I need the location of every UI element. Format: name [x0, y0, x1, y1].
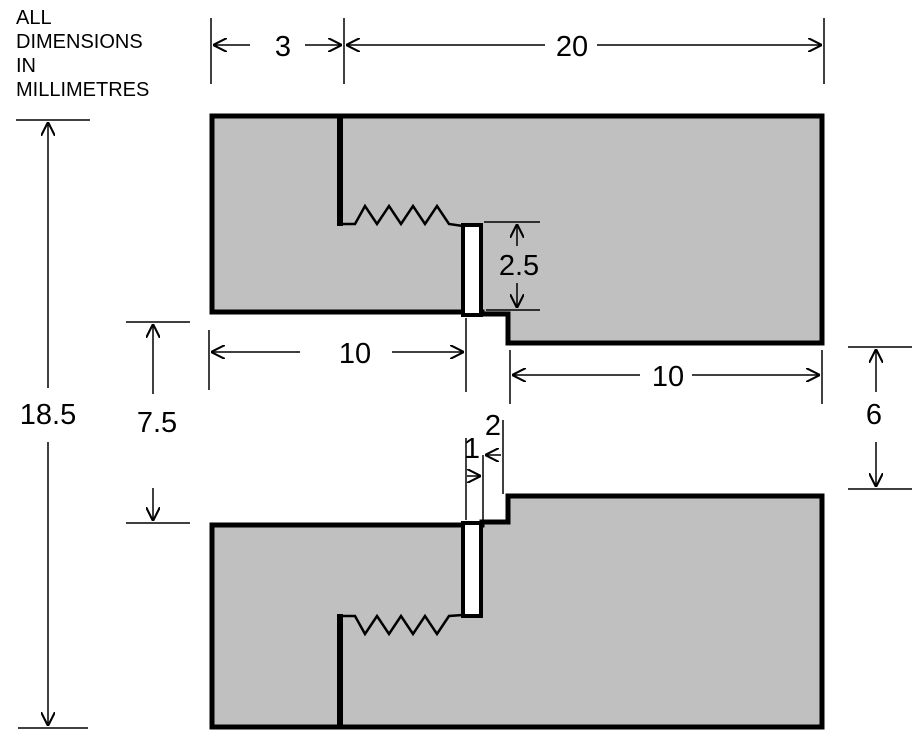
- lower-part: [209, 493, 825, 730]
- dim-label-7-5: 7.5: [137, 407, 177, 439]
- dim-label-10-right: 10: [652, 361, 684, 393]
- dim-top-left-width: 3: [210, 18, 345, 84]
- dim-label-2-5: 2.5: [499, 250, 539, 282]
- dim-slot-height: 2.5: [484, 221, 540, 311]
- dim-label-2: 2: [485, 410, 501, 442]
- lower-slot: [461, 521, 483, 618]
- dim-label-18-5: 18.5: [20, 399, 76, 431]
- lower-spring: [340, 613, 464, 637]
- dim-label-1: 1: [464, 433, 480, 465]
- dim-right-length: 10: [509, 350, 823, 404]
- dim-label-20: 20: [556, 31, 588, 63]
- dim-label-6: 6: [866, 399, 882, 431]
- dim-left-length: 10: [208, 318, 467, 392]
- upper-slot: [461, 223, 483, 317]
- dim-label-3: 3: [275, 31, 291, 63]
- dim-gap-right: 6: [848, 346, 912, 490]
- units-note: ALL DIMENSIONS IN MILLIMETRES: [16, 7, 150, 101]
- dim-overall-height: 18.5: [16, 119, 90, 729]
- dim-top-overall-width: 20: [346, 18, 825, 84]
- upper-spring: [340, 203, 464, 228]
- dim-gap-left: 7.5: [126, 321, 190, 524]
- dim-label-10-left: 10: [339, 338, 371, 370]
- dim-slot-widths: 1 2: [464, 410, 504, 520]
